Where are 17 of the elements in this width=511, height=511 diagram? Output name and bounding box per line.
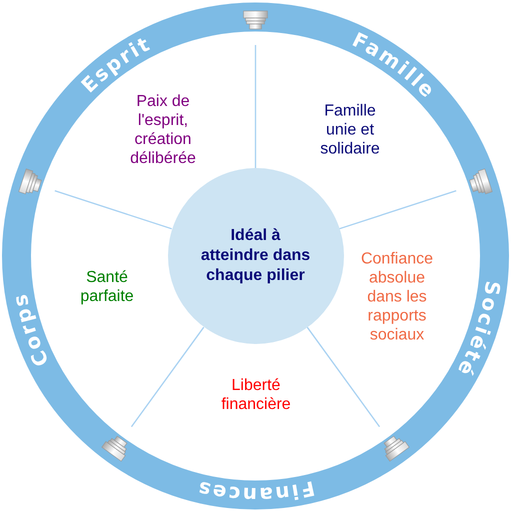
spoke-line [54,190,172,230]
pillar-capital-icon [18,168,42,194]
pillar-ideal-text: Confiance absolue dans les rapports sociaux [360,250,434,344]
pillar-name: Finances [194,476,317,508]
spoke-line [254,45,256,168]
pillar-capital-icon [469,168,493,194]
spoke-line [130,326,204,428]
center-circle: Idéal à atteindre dans chaque pilier [168,168,344,344]
pillar-capital-icon [101,436,128,462]
pillar-capital-icon [384,436,410,462]
pillar-ideal-text: Santé parfaite [79,268,135,306]
spoke-line [306,326,380,428]
pillar-capital-icon [243,10,268,30]
pillar-ideal-text: Liberté financière [220,376,292,414]
spoke-line [339,190,456,230]
pillar-ideal-text: Paix de l'esprit, création délibérée [129,92,197,168]
pillar-ideal-text: Famille unie et solidaire [319,102,381,158]
